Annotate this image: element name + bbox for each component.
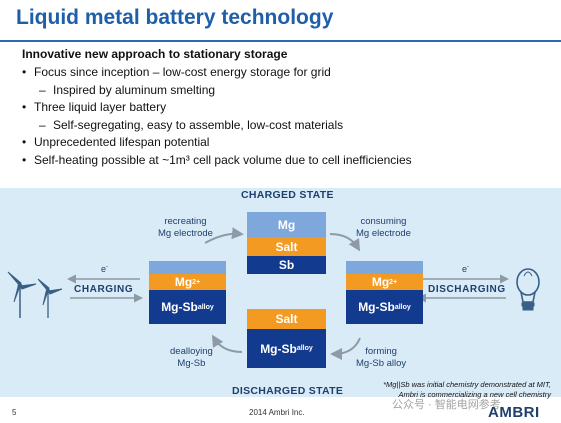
bullet-glyph: • (22, 65, 27, 79)
charged-cell: Mg Salt Sb (247, 212, 326, 274)
ion-charge: 2+ (192, 278, 201, 286)
ion-label: Mg (174, 275, 193, 289)
salt-layer: Salt (247, 237, 326, 256)
diagram-arrows (7, 227, 540, 360)
ion-label: Mg (371, 275, 390, 289)
consuming-line-2: Mg electrode (356, 228, 411, 239)
bullet-text: Three liquid layer battery (34, 100, 167, 115)
sub-bullet-text: Inspired by aluminum smelting (53, 82, 216, 97)
dealloying-line-1: dealloying (170, 346, 213, 357)
mg-layer (346, 261, 423, 274)
discharging-label: DISCHARGING (428, 284, 506, 295)
arrow-recreating (204, 227, 244, 244)
bullet-item: • Unprecedented lifespan potential (22, 134, 412, 152)
bullet-glyph: • (22, 135, 27, 150)
title-rule (0, 40, 561, 42)
alloy-subscript: alloy (296, 345, 313, 352)
recreating-label: recreating Mg electrode (158, 216, 213, 240)
alloy-subscript: alloy (394, 303, 411, 311)
ambri-logo: AMBRI (488, 404, 540, 421)
wind-turbine-icon (7, 271, 63, 318)
footnote: *Mg||Sb was initial chemistry demonstrat… (383, 380, 551, 399)
footnote-line-1: *Mg||Sb was initial chemistry demonstrat… (383, 380, 551, 389)
forming-line-1: forming (365, 346, 397, 357)
bullet-item: • Three liquid layer battery (22, 99, 412, 117)
consuming-line-1: consuming (360, 216, 407, 227)
dealloying-line-2: Mg-Sb (177, 358, 206, 369)
salt-layer: Salt (247, 309, 326, 329)
consuming-label: consuming Mg electrode (356, 216, 411, 240)
light-bulb-icon (516, 268, 540, 311)
sb-layer: Sb (247, 256, 326, 274)
bullet-list: • Focus since inception – low-cost energy… (22, 64, 412, 170)
watermark: 公众号 · 智能电网参考 (392, 399, 501, 411)
bullet-text: Self-heating possible at ~1m³ cell pack … (34, 152, 412, 167)
alloy-label: Mg-Sb (358, 300, 395, 314)
title-bar: Liquid metal battery technology (0, 0, 561, 42)
slide-subtitle: Innovative new approach to stationary st… (22, 47, 288, 61)
electron-label-left: e- (101, 264, 108, 274)
electron-charge: - (106, 264, 109, 270)
footnote-line-2: Ambri is commercializing a new cell chem… (398, 389, 551, 399)
discharged-state-label: DISCHARGED STATE (232, 385, 344, 397)
electron-charge: - (467, 264, 470, 270)
arrow-forming (330, 337, 361, 360)
ion-charge: 2+ (389, 278, 398, 286)
page-number: 5 (12, 408, 17, 417)
alloy-label: Mg-Sb (260, 341, 297, 356)
battery-cycle-diagram: CHARGED STATE DISCHARGED STATE Mg Salt S… (0, 188, 561, 397)
alloy-subscript: alloy (197, 303, 214, 311)
bullet-text: Unprecedented lifespan potential (34, 135, 210, 150)
copyright: 2014 Ambri Inc. (249, 408, 305, 417)
alloy-label: Mg-Sb (161, 300, 198, 314)
electron-symbol: e (462, 264, 468, 274)
mg-layer (149, 261, 226, 274)
dealloying-label: dealloying Mg-Sb (170, 346, 213, 370)
bullet-item: • Focus since inception – low-cost energy… (22, 64, 412, 82)
forming-label: forming Mg-Sb alloy (356, 346, 406, 370)
arrow-consuming (329, 233, 361, 252)
mg-layer: Mg (247, 212, 326, 237)
sub-bullet-item: –Inspired by aluminum smelting (22, 82, 412, 100)
recreating-line-2: Mg electrode (158, 228, 213, 239)
electron-label-right: e- (462, 264, 469, 274)
sub-bullet-text: Self-segregating, easy to assemble, low-… (53, 117, 344, 132)
forming-line-2: Mg-Sb alloy (356, 358, 407, 369)
bullet-text: Focus since inception – low-cost energy … (34, 65, 331, 79)
arrow-dealloying (211, 334, 243, 353)
bullet-glyph: • (22, 100, 27, 115)
electron-symbol: e (101, 264, 107, 274)
slide-title: Liquid metal battery technology (16, 6, 334, 29)
recreating-line-1: recreating (164, 216, 207, 227)
bullet-glyph: • (22, 152, 27, 167)
charging-label: CHARGING (74, 284, 134, 295)
sub-bullet-item: –Self-segregating, easy to assemble, low… (22, 117, 412, 135)
dash-glyph: – (39, 82, 46, 97)
dash-glyph: – (39, 117, 46, 132)
bullet-item: • Self-heating possible at ~1m³ cell pack… (22, 152, 412, 170)
charged-state-label: CHARGED STATE (241, 189, 334, 201)
